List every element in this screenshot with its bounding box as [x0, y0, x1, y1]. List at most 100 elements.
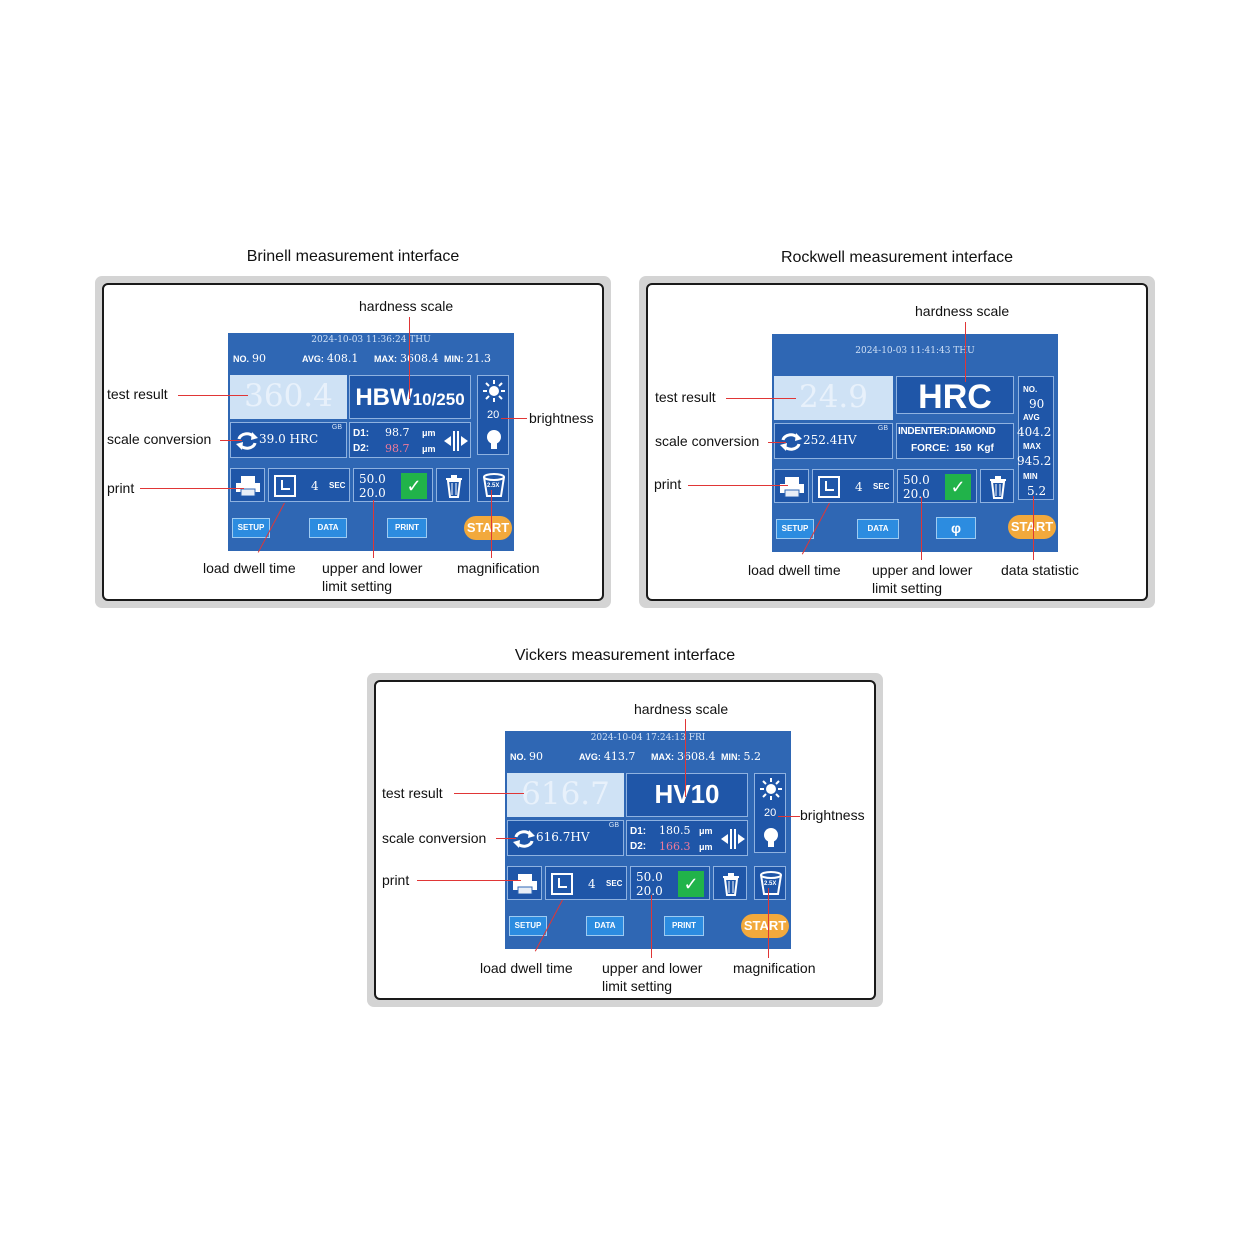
dwell-unit: SEC: [873, 482, 890, 491]
magnification-button[interactable]: 2.5X: [754, 866, 786, 900]
phi-button[interactable]: φ: [936, 517, 976, 539]
trash-icon: [446, 475, 462, 498]
datetime: 2024-10-03 11:41:43 THU: [855, 346, 975, 356]
scale-conversion-button[interactable]: GB 252.4HV: [774, 423, 893, 459]
data-button[interactable]: DATA: [309, 518, 347, 538]
label-load-dwell-time: load dwell time: [203, 560, 296, 576]
lower-limit: 20.0: [359, 486, 386, 500]
magnification-value: 2.5X: [764, 881, 777, 887]
upper-limit: 50.0: [903, 473, 930, 487]
lower-limit: 20.0: [636, 884, 663, 898]
stat-max: 945.2: [1017, 454, 1052, 468]
brightness-control[interactable]: 20: [477, 375, 509, 455]
label-print: print: [107, 480, 135, 496]
d1-value: 98.7: [385, 426, 410, 439]
check-icon[interactable]: ✓: [678, 871, 704, 897]
printer-icon: [236, 476, 260, 496]
label-data-statistic: data statistic: [1001, 562, 1079, 578]
diagonal-readout: D1: 98.7 μm D2: 98.7 μm: [349, 422, 471, 458]
bulb-icon: [764, 828, 778, 847]
dwell-unit: SEC: [329, 481, 346, 490]
print-button[interactable]: [774, 469, 809, 503]
stat-avg: 404.2: [1017, 425, 1052, 439]
hardness-scale-value: HV10: [654, 779, 720, 809]
stat-no: NO.90: [510, 750, 544, 763]
start-button[interactable]: START: [464, 516, 512, 540]
dwell-time-control[interactable]: 4 SEC: [812, 469, 894, 503]
gb-label: GB: [877, 425, 888, 432]
label-scale-conversion: scale conversion: [382, 830, 487, 846]
measure-icon[interactable]: [444, 430, 468, 452]
dwell-time-control[interactable]: 4 SEC: [268, 468, 350, 502]
conversion-value: 252.4HV: [803, 433, 857, 447]
print-text-button[interactable]: PRINT: [664, 916, 704, 936]
d1-value: 180.5: [659, 824, 691, 837]
label-limit-setting-1: upper and lower: [872, 562, 973, 578]
label-limit-setting-1: upper and lower: [322, 560, 423, 576]
stat-min: MIN:5.2: [721, 750, 761, 763]
start-button[interactable]: START: [741, 914, 789, 938]
diagonal-readout: D1: 180.5 μm D2: 166.3 μm: [626, 820, 748, 856]
lens-icon: [760, 871, 782, 895]
print-text-button[interactable]: PRINT: [387, 518, 427, 538]
trash-icon: [723, 873, 739, 896]
clock-icon: [551, 873, 573, 895]
magnification-value: 2.5X: [487, 483, 500, 489]
test-result-value: 360.4: [244, 378, 333, 414]
datetime: 2024-10-03 11:36:24 THU: [311, 335, 431, 345]
label-limit-setting-2: limit setting: [872, 580, 943, 596]
gb-label: GB: [608, 822, 619, 829]
upper-limit: 50.0: [359, 472, 386, 486]
dwell-time-control[interactable]: 4 SEC: [545, 866, 627, 900]
print-button[interactable]: [230, 468, 265, 502]
convert-icon: [513, 830, 535, 848]
check-icon[interactable]: ✓: [401, 473, 427, 499]
label-load-dwell-time: load dwell time: [748, 562, 841, 578]
setup-button[interactable]: SETUP: [509, 916, 547, 936]
dwell-value: 4: [588, 877, 596, 891]
scale-conversion-button[interactable]: GB 39.0 HRC: [230, 422, 347, 458]
label-hardness-scale: hardness scale: [915, 303, 1010, 319]
hardness-scale-button[interactable]: HV10: [626, 773, 748, 817]
brightness-control[interactable]: 20: [754, 773, 786, 853]
limit-setting[interactable]: 50.0 20.0 ✓: [897, 469, 977, 503]
measure-icon[interactable]: [721, 828, 745, 850]
printer-icon: [513, 874, 537, 894]
print-button[interactable]: [507, 866, 542, 900]
limit-setting[interactable]: 50.0 20.0 ✓: [353, 468, 433, 502]
stat-no: NO.90: [233, 352, 267, 365]
test-result-value: 616.7: [521, 776, 610, 812]
start-button[interactable]: START: [1008, 515, 1056, 539]
scale-conversion-button[interactable]: GB 616.7HV: [507, 820, 624, 856]
delete-button[interactable]: [713, 866, 747, 900]
limit-setting[interactable]: 50.0 20.0 ✓: [630, 866, 710, 900]
statistics-panel: NO. 90 AVG 404.2 MAX 945.2 MIN 5.2: [1017, 376, 1054, 500]
stat-min: MIN:21.3: [444, 352, 491, 365]
delete-button[interactable]: [980, 469, 1014, 503]
clock-icon: [274, 475, 296, 497]
hardness-scale-button[interactable]: HRC: [896, 376, 1014, 416]
gb-label: GB: [331, 424, 342, 431]
label-test-result: test result: [382, 785, 443, 801]
check-icon[interactable]: ✓: [945, 474, 971, 500]
d2-value: 166.3: [659, 840, 691, 853]
dwell-value: 4: [855, 480, 863, 494]
label-magnification: magnification: [733, 960, 816, 976]
label-limit-setting-2: limit setting: [322, 578, 393, 594]
magnification-button[interactable]: 2.5X: [477, 468, 509, 502]
data-button[interactable]: DATA: [857, 519, 899, 539]
hardness-scale-button[interactable]: HBW10/250: [349, 375, 471, 419]
label-hardness-scale: hardness scale: [359, 298, 454, 314]
stat-max: MAX:3608.4: [374, 352, 439, 365]
delete-button[interactable]: [436, 468, 470, 502]
setup-button[interactable]: SETUP: [232, 518, 270, 538]
brinell-title: Brinell measurement interface: [246, 248, 460, 265]
vickers-screen: 2024-10-04 17:24:13 FRI NO.90 AVG:413.7 …: [505, 731, 791, 949]
label-brightness: brightness: [800, 807, 865, 823]
label-test-result: test result: [655, 389, 716, 405]
data-button[interactable]: DATA: [586, 916, 624, 936]
brinell-screen: 2024-10-03 11:36:24 THU NO.90 AVG:408.1 …: [228, 333, 514, 551]
setup-button[interactable]: SETUP: [776, 519, 814, 539]
label-print: print: [654, 476, 682, 492]
label-magnification: magnification: [457, 560, 540, 576]
